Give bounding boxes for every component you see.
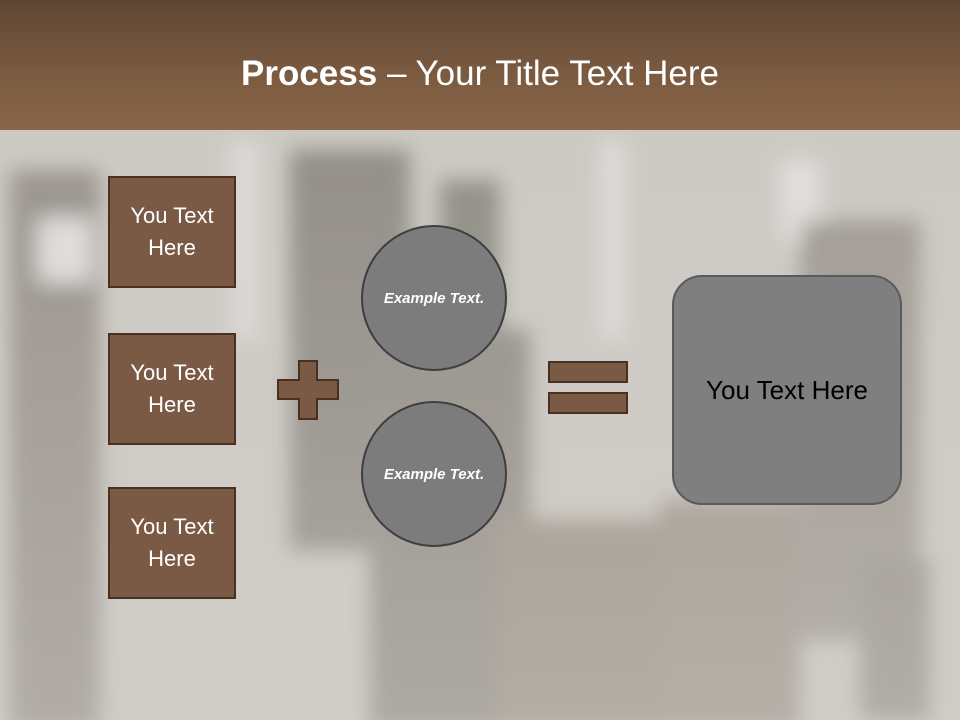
text-box-3[interactable]: You Text Here (108, 487, 236, 599)
title-rest: Your Title Text Here (415, 54, 720, 93)
slide-title: Process – Your Title Text Here (0, 52, 960, 96)
equals-icon (548, 361, 628, 414)
plus-icon (277, 360, 339, 420)
text-box-2[interactable]: You Text Here (108, 333, 236, 445)
text-box-1[interactable]: You Text Here (108, 176, 236, 288)
title-bar (0, 0, 960, 130)
title-bold: Process (241, 54, 378, 93)
title-separator: – (377, 54, 416, 93)
example-circle-2[interactable]: Example Text. (361, 401, 507, 547)
example-circle-1[interactable]: Example Text. (361, 225, 507, 371)
result-box[interactable]: You Text Here (672, 275, 902, 505)
